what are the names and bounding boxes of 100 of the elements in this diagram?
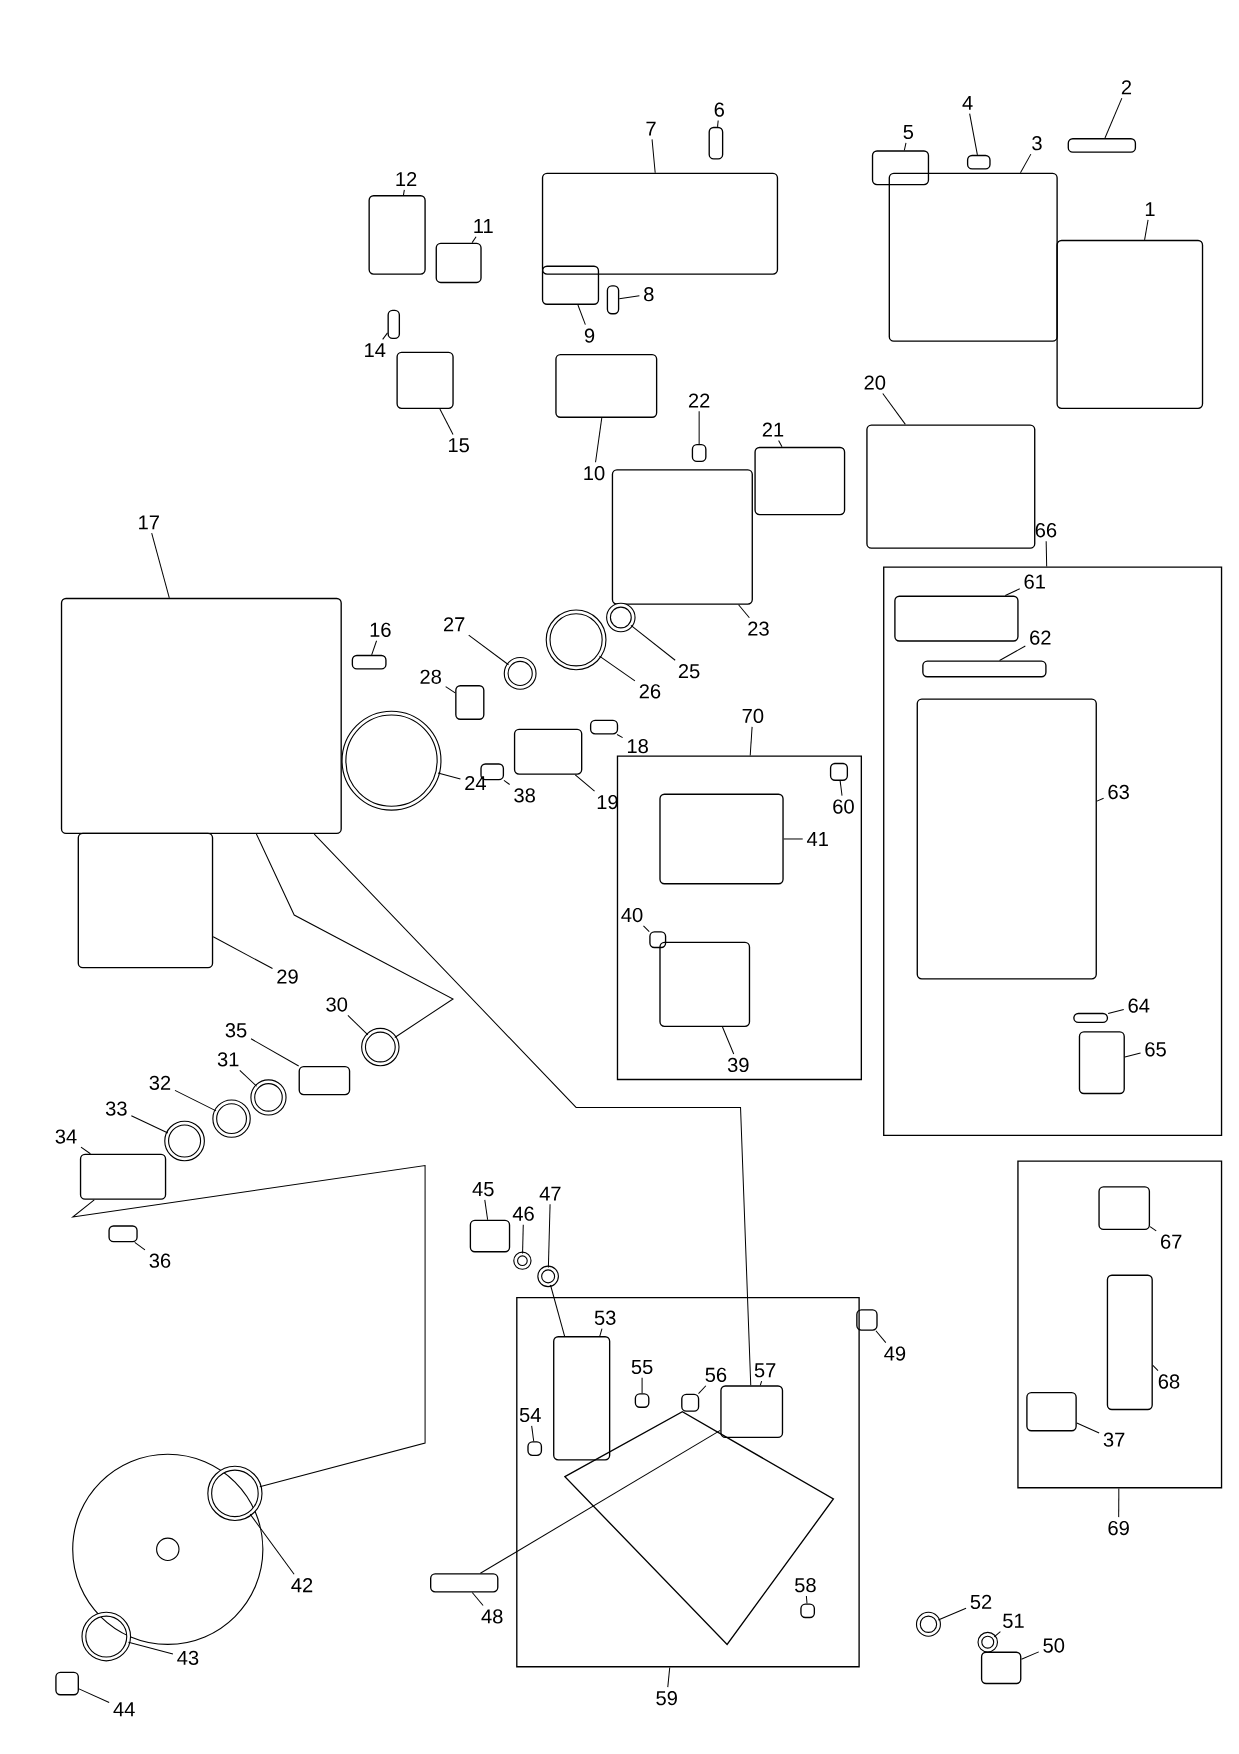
- leader-line: [1004, 588, 1021, 597]
- callout-number: 17: [138, 515, 159, 530]
- callout-number: 27: [443, 617, 465, 632]
- callout-number: 39: [727, 1057, 749, 1073]
- part-outline: [1073, 1012, 1108, 1024]
- ring-drawing: [503, 657, 537, 690]
- callout-number: 37: [1103, 1432, 1125, 1447]
- callout-number: 61: [1024, 574, 1045, 589]
- callout-number: 43: [177, 1650, 199, 1665]
- part-outline: [527, 1441, 542, 1456]
- leader-line: [875, 1330, 887, 1344]
- leader-line: [998, 645, 1026, 661]
- leader-line: [151, 532, 170, 599]
- leader-line: [439, 408, 454, 435]
- part-outline: [922, 660, 1047, 678]
- part-outline: [1098, 1186, 1150, 1231]
- leader-line: [618, 295, 640, 300]
- callout-number: 63: [1108, 784, 1129, 800]
- callout-number: 7: [646, 121, 656, 136]
- callout-number: 32: [149, 1075, 170, 1090]
- leader-line: [993, 1631, 1001, 1638]
- leader-line: [530, 1425, 535, 1442]
- leader-line: [134, 1241, 146, 1251]
- part-outline: [1078, 1031, 1125, 1095]
- part-outline: [541, 265, 599, 305]
- alignment-line: [70, 1165, 426, 1488]
- part-outline: [680, 1393, 700, 1412]
- part-outline: [435, 242, 482, 284]
- callout-number: 30: [326, 997, 347, 1012]
- leader-line: [80, 1146, 91, 1155]
- ring-drawing: [207, 1465, 263, 1521]
- callout-number: 14: [364, 343, 386, 358]
- callout-number: 23: [748, 621, 769, 636]
- part-outline: [541, 172, 778, 275]
- part-outline: [649, 931, 667, 949]
- ring-drawing: [250, 1079, 287, 1116]
- leader-line: [547, 1203, 551, 1268]
- callout-number: 11: [474, 219, 493, 233]
- ring-drawing: [915, 1611, 941, 1637]
- alignment-line: [549, 1284, 565, 1337]
- part-outline: [888, 172, 1058, 342]
- ring-drawing: [360, 1027, 400, 1067]
- leader-line: [783, 838, 803, 840]
- ring-drawing: [537, 1265, 559, 1288]
- part-outline: [980, 1651, 1022, 1685]
- callout-number: 41: [806, 832, 828, 846]
- leader-line: [402, 189, 405, 196]
- callout-number: 57: [754, 1363, 776, 1378]
- callout-number: 6: [714, 102, 724, 117]
- part-outline: [708, 126, 724, 160]
- leader-line: [347, 1014, 369, 1036]
- leader-line: [698, 410, 700, 445]
- leader-line: [805, 1595, 808, 1604]
- part-outline: [659, 793, 784, 885]
- group-frame: [616, 755, 862, 1081]
- part-outline: [1067, 138, 1136, 153]
- part-outline: [720, 1385, 783, 1439]
- leader-line: [437, 772, 461, 780]
- leader-line: [968, 113, 978, 156]
- leader-line: [1045, 540, 1047, 567]
- part-outline: [871, 150, 929, 186]
- leader-line: [212, 936, 273, 970]
- part-outline: [1026, 1392, 1077, 1432]
- callout-number: 12: [396, 171, 417, 186]
- callout-number: 25: [678, 664, 700, 679]
- part-outline: [829, 762, 848, 781]
- part-outline: [60, 597, 342, 835]
- ring-drawing: [212, 1099, 251, 1138]
- leader-line: [651, 138, 656, 174]
- callout-number: 5: [903, 124, 913, 140]
- part-outline: [916, 698, 1097, 980]
- leader-line: [641, 1377, 643, 1394]
- leader-line: [1149, 1226, 1157, 1232]
- leader-line: [471, 236, 477, 244]
- ring-drawing: [81, 1611, 131, 1662]
- callout-number: 56: [705, 1367, 727, 1382]
- callout-number: 67: [1160, 1234, 1182, 1249]
- callout-number: 45: [472, 1182, 494, 1197]
- part-outline: [691, 444, 707, 463]
- leader-line: [777, 439, 783, 448]
- part-outline: [396, 351, 454, 409]
- leader-line: [521, 1224, 524, 1254]
- callout-number: 62: [1029, 630, 1051, 645]
- leader-line: [371, 640, 377, 656]
- leader-line: [903, 142, 907, 151]
- callout-number: 15: [448, 438, 469, 453]
- leader-line: [716, 120, 719, 128]
- part-outline: [552, 1336, 611, 1461]
- leader-line: [937, 1607, 967, 1621]
- leader-line: [1143, 219, 1149, 241]
- leader-line: [239, 1069, 257, 1087]
- leader-line: [78, 1688, 110, 1703]
- leader-line: [444, 686, 456, 694]
- callout-number: 68: [1158, 1374, 1180, 1389]
- callout-number: 33: [105, 1101, 127, 1116]
- callout-number: 69: [1108, 1520, 1129, 1536]
- part-outline: [856, 1309, 878, 1331]
- ring-drawing: [341, 710, 442, 811]
- leader-line: [471, 1591, 484, 1606]
- part-outline: [894, 595, 1019, 642]
